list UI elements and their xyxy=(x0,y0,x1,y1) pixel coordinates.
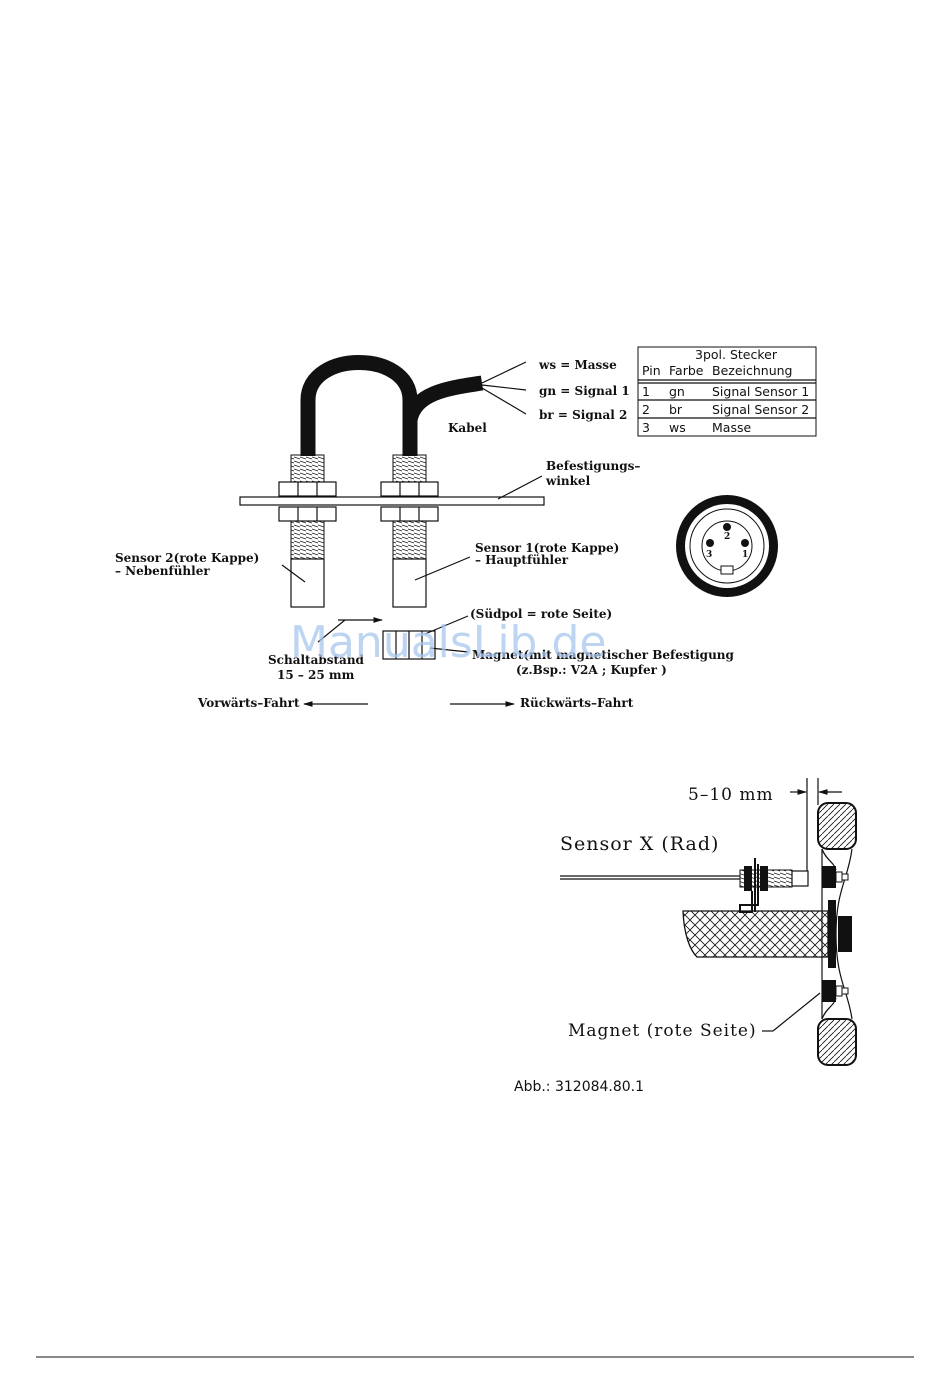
reverse-label: Rückwärts–Fahrt xyxy=(520,696,634,710)
cable-out xyxy=(402,375,484,423)
wire-fan xyxy=(481,361,527,415)
plug-table-cell: 1 xyxy=(642,384,650,399)
distance-label-line1: Schaltabstand xyxy=(268,653,365,667)
connector-pin-label: 2 xyxy=(724,532,730,542)
wire-label-gn: gn = Signal 1 xyxy=(539,384,630,398)
sensor-1 xyxy=(380,454,439,608)
plug-table-cell: 3 xyxy=(642,420,650,435)
wheel-mounting-detail xyxy=(560,778,857,1066)
plug-table-cell: ws xyxy=(669,420,686,435)
plug-table-header-pin: Pin xyxy=(642,363,661,378)
magnet-example-label: (z.Bsp.: V2A ; Kupfer ) xyxy=(516,663,667,677)
plug-table-cell: br xyxy=(669,402,683,417)
wire-label-br: br = Signal 2 xyxy=(539,408,627,422)
plug-table-header-bezeichnung: Bezeichnung xyxy=(712,363,793,378)
plug-table-cell: gn xyxy=(669,384,685,399)
watermark: ManualsLib.de xyxy=(290,617,606,668)
plug-table-header-farbe: Farbe xyxy=(669,363,704,378)
sensor2-label-line2: – Nebenfühler xyxy=(115,564,210,578)
magnet-label: Magnet(mit magnetischer Befestigung xyxy=(472,648,735,662)
sensor-2 xyxy=(278,454,337,608)
bracket-label-line1: Befestigungs– xyxy=(546,459,640,473)
sensor-assembly xyxy=(239,355,545,707)
magnet-block xyxy=(382,630,436,660)
plug-table-cell: Masse xyxy=(712,420,751,435)
plug-table-title: 3pol. Stecker xyxy=(695,347,778,362)
plug-table-cell: Signal Sensor 1 xyxy=(712,384,809,399)
mounting-bracket xyxy=(239,496,545,506)
cable-loop xyxy=(300,355,418,456)
forward-label: Vorwärts–Fahrt xyxy=(197,696,300,710)
connector-pin-label: 3 xyxy=(706,550,712,560)
sensor2-label-line1: Sensor 2(rote Kappe) xyxy=(115,551,259,565)
wheel-sensor-label: Sensor X (Rad) xyxy=(560,833,719,855)
wire-label-ws: ws = Masse xyxy=(538,358,617,372)
sensor1-label-line1: Sensor 1(rote Kappe) xyxy=(475,541,619,555)
connector-face: 2 3 1 xyxy=(676,495,778,597)
sensor1-label-line2: – Hauptfühler xyxy=(475,553,569,567)
gap-label: 5–10 mm xyxy=(688,785,774,805)
plug-table-cell: 2 xyxy=(642,402,650,417)
cable-label: Kabel xyxy=(448,421,487,435)
figure-caption: Abb.: 312084.80.1 xyxy=(514,1079,644,1095)
plug-table-cell: Signal Sensor 2 xyxy=(712,402,809,417)
distance-label-line2: 15 – 25 mm xyxy=(277,668,355,682)
connector-pin-label: 1 xyxy=(742,550,748,560)
suedpol-label: (Südpol = rote Seite) xyxy=(470,607,612,621)
bracket-label-line2: winkel xyxy=(545,474,591,488)
plug-table: 3pol. Stecker Pin Farbe Bezeichnung 1 gn… xyxy=(637,346,817,437)
wheel-magnet-label: Magnet (rote Seite) xyxy=(568,1021,757,1041)
